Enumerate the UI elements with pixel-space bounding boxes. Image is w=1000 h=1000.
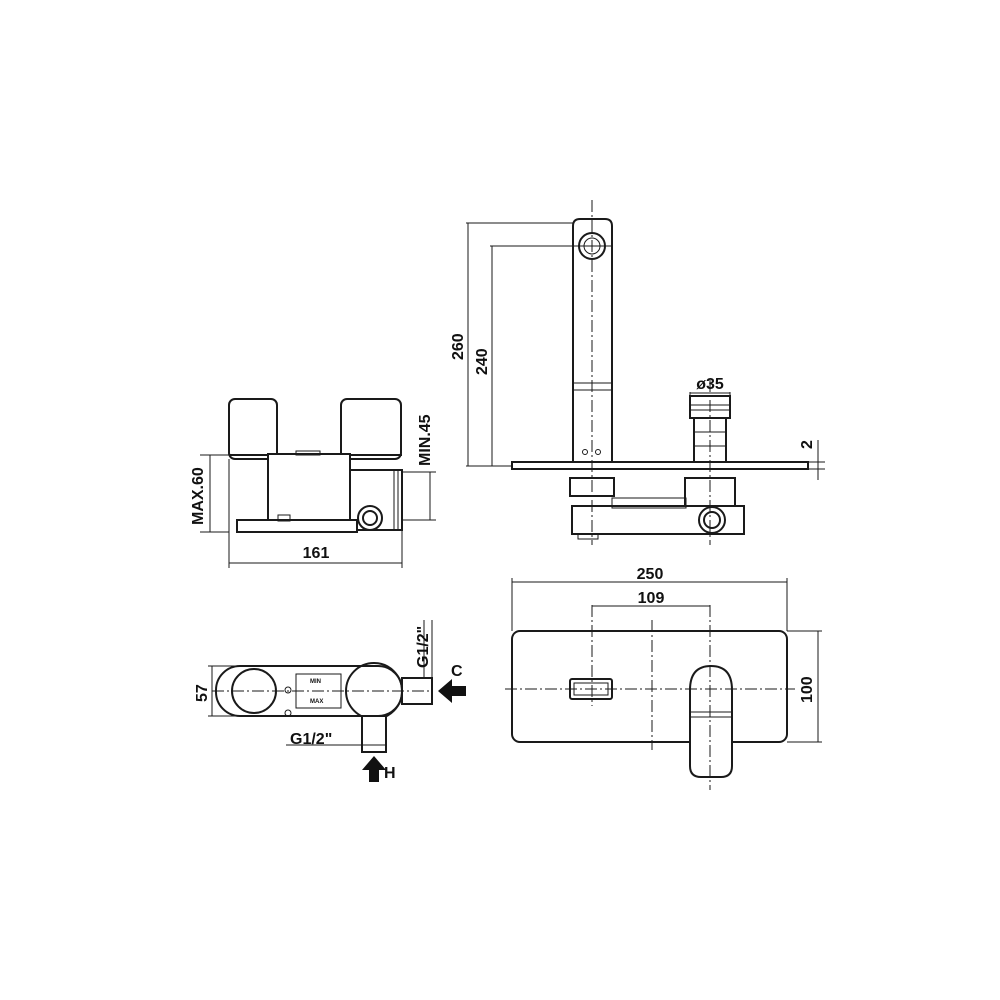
side-min-depth-label: MIN.45 bbox=[417, 414, 434, 466]
front-view: 260 240 ø35 2 bbox=[450, 200, 825, 545]
body-top-view: MIN MAX G1/2" C G1/2" H 57 bbox=[194, 620, 466, 782]
marking-max: MAX bbox=[310, 699, 323, 705]
plate-handle-lever bbox=[689, 664, 733, 778]
front-handle-diameter-label: ø35 bbox=[696, 376, 724, 393]
marking-min: MIN bbox=[310, 679, 321, 685]
front-height-spout-label: 240 bbox=[474, 348, 491, 375]
hot-inlet-thread-label: G1/2" bbox=[290, 731, 332, 748]
front-wall-plate bbox=[511, 461, 809, 470]
side-max-depth-label: MAX.60 bbox=[190, 467, 207, 525]
wall-plate bbox=[511, 630, 788, 743]
cold-arrow-icon bbox=[438, 679, 466, 703]
cold-inlet-thread-label: G1/2" bbox=[415, 626, 432, 668]
body-depth-label: 57 bbox=[194, 684, 211, 702]
front-inlet-circle bbox=[698, 506, 726, 534]
side-body bbox=[267, 453, 351, 521]
hot-inlet-pipe bbox=[361, 715, 387, 753]
side-inlet-circle bbox=[357, 505, 383, 531]
plate-width-label: 250 bbox=[637, 566, 664, 583]
front-height-total-label: 260 bbox=[450, 333, 467, 360]
front-plate-thickness-label: 2 bbox=[799, 440, 816, 449]
hot-arrow-icon bbox=[362, 756, 386, 782]
plate-centers-label: 109 bbox=[638, 590, 665, 607]
plate-height-label: 100 bbox=[799, 676, 816, 703]
side-width-label: 161 bbox=[303, 545, 330, 562]
side-view: MAX.60 MIN.45 161 bbox=[190, 398, 436, 568]
side-body-cap bbox=[295, 450, 321, 456]
cold-label: C bbox=[451, 663, 463, 680]
plate-view: 250 109 100 bbox=[505, 566, 822, 790]
hot-label: H bbox=[384, 765, 396, 782]
side-spout-block bbox=[228, 398, 278, 460]
side-base bbox=[236, 519, 358, 533]
side-handle-block bbox=[340, 398, 402, 460]
